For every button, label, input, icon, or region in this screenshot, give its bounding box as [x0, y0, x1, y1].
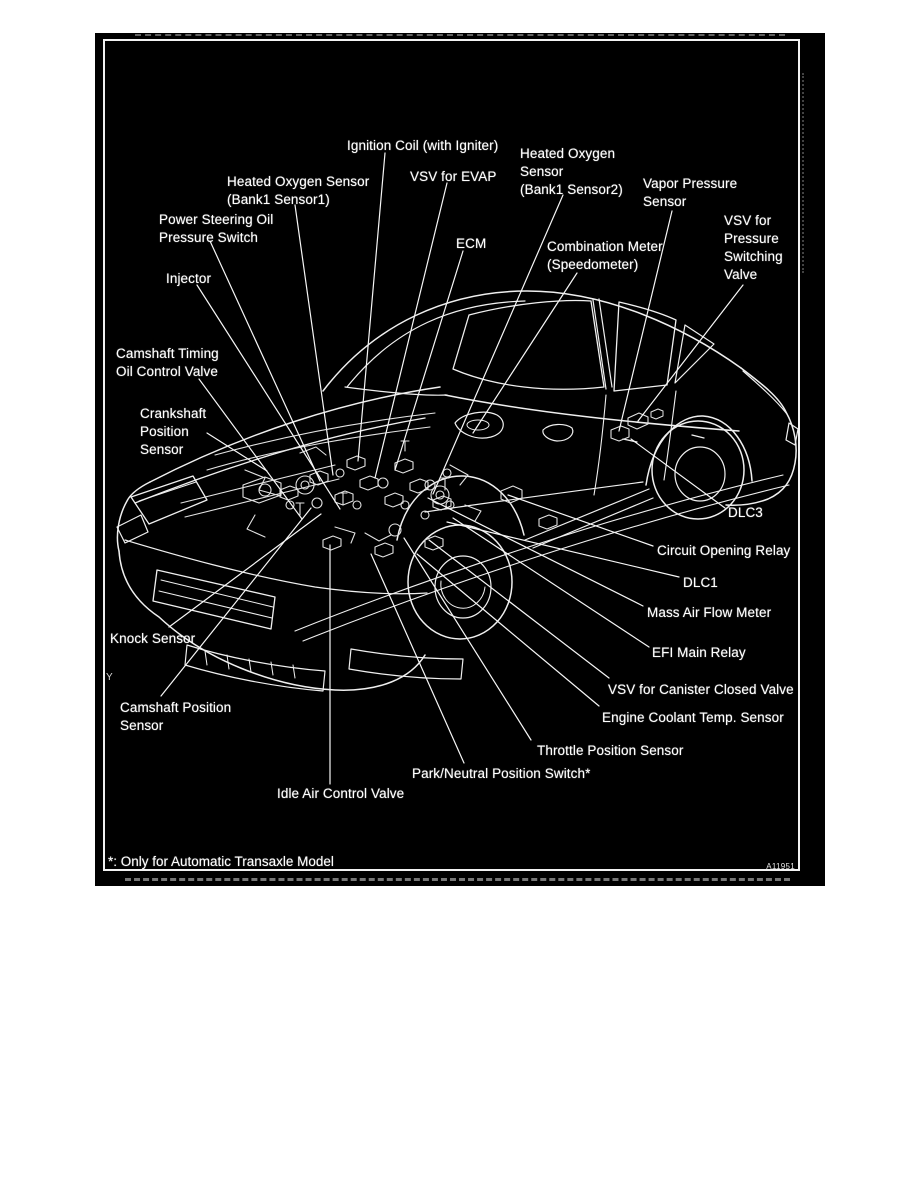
- label-line: Pressure Switch: [159, 230, 259, 245]
- label-line: Park/Neutral Position Switch*: [412, 766, 591, 781]
- car-line-art: [116, 152, 799, 785]
- leader-throttle-position: [403, 537, 532, 741]
- label-line: DLC1: [683, 575, 718, 590]
- leader-heated-o2-s1: [294, 204, 334, 476]
- label-camshaft-timing-valve: Camshaft Timing Oil Control Valve: [116, 345, 219, 381]
- label-line: Heated Oxygen Sensor: [227, 174, 370, 189]
- label-line: Camshaft Timing: [116, 346, 219, 361]
- label-line: Idle Air Control Valve: [277, 786, 405, 801]
- figure-id: A11951: [766, 862, 795, 871]
- label-vsv-evap: VSV for EVAP: [410, 168, 497, 186]
- label-line: Heated Oxygen: [520, 146, 616, 161]
- leader-efi-main-relay: [452, 517, 650, 648]
- leader-crankshaft-position: [206, 432, 268, 472]
- leader-knock-sensor: [168, 513, 322, 628]
- scan-noise-right: [802, 73, 804, 273]
- leader-vsv-pressure-switching: [637, 284, 744, 422]
- label-line: VSV for Canister Closed Valve: [608, 682, 794, 697]
- label-line: (Speedometer): [547, 257, 639, 272]
- label-heated-oxygen-sensor-1: Heated Oxygen Sensor (Bank1 Sensor1): [227, 173, 369, 209]
- label-circuit-opening-relay: Circuit Opening Relay: [657, 542, 790, 560]
- label-line: Knock Sensor: [110, 631, 196, 646]
- scan-noise-bottom: [125, 878, 790, 881]
- leader-vsv-canister: [428, 539, 610, 679]
- label-crankshaft-position-sensor: Crankshaft Position Sensor: [140, 405, 206, 459]
- label-line: Sensor: [520, 164, 564, 179]
- label-dlc3: DLC3: [728, 504, 763, 522]
- label-park-neutral-switch: Park/Neutral Position Switch*: [412, 765, 590, 783]
- label-line: Vapor Pressure: [643, 176, 738, 191]
- label-line: Switching: [724, 249, 783, 264]
- label-throttle-position-sensor: Throttle Position Sensor: [537, 742, 683, 760]
- label-knock-sensor: Knock Sensor: [110, 630, 195, 648]
- leader-combination-meter: [472, 272, 578, 434]
- label-line: Crankshaft: [140, 406, 207, 421]
- label-line: (Bank1 Sensor2): [520, 182, 623, 197]
- label-line: (Bank1 Sensor1): [227, 192, 330, 207]
- label-line: ECM: [456, 236, 487, 251]
- label-line: Oil Control Valve: [116, 364, 218, 379]
- stray-scan-mark: Y: [106, 672, 113, 683]
- leader-camshaft-position: [160, 507, 312, 697]
- label-line: Valve: [724, 267, 758, 282]
- car-body: [116, 290, 799, 692]
- label-camshaft-position-sensor: Camshaft Position Sensor: [120, 699, 231, 735]
- label-mass-air-flow-meter: Mass Air Flow Meter: [647, 604, 771, 622]
- leader-vsv-evap: [374, 182, 448, 479]
- label-line: Ignition Coil (with Igniter): [347, 138, 499, 153]
- scan-noise-top: [135, 34, 785, 36]
- leader-mass-air-flow: [427, 497, 644, 607]
- label-idle-air-control-valve: Idle Air Control Valve: [277, 785, 404, 803]
- leader-park-neutral: [370, 553, 465, 764]
- label-ecm: ECM: [456, 235, 486, 253]
- component-location-diagram: Ignition Coil (with Igniter) Heated Oxyg…: [95, 33, 825, 886]
- label-line: Sensor: [140, 442, 184, 457]
- leader-engine-coolant: [416, 553, 600, 707]
- label-dlc1: DLC1: [683, 574, 718, 592]
- footnote-automatic-transaxle: *: Only for Automatic Transaxle Model: [108, 854, 334, 869]
- label-engine-coolant-temp-sensor: Engine Coolant Temp. Sensor: [602, 709, 784, 727]
- leader-dlc3: [630, 438, 726, 509]
- leader-power-steering: [209, 240, 321, 482]
- leader-circuit-opening-relay: [507, 494, 654, 547]
- leader-heated-o2-s2: [432, 194, 564, 495]
- leader-ecm: [394, 250, 464, 471]
- label-line: Throttle Position Sensor: [537, 743, 684, 758]
- label-line: VSV for EVAP: [410, 169, 497, 184]
- label-combination-meter: Combination Meter (Speedometer): [547, 238, 663, 274]
- leader-ignition-coil: [357, 152, 386, 462]
- leader-camshaft-timing: [198, 378, 303, 520]
- label-line: Sensor: [120, 718, 164, 733]
- leader-vapor-pressure: [618, 210, 673, 432]
- label-vsv-canister-closed-valve: VSV for Canister Closed Valve: [608, 681, 794, 699]
- label-injector: Injector: [166, 270, 211, 288]
- leader-dlc1: [446, 521, 680, 578]
- leader-injector: [196, 284, 341, 510]
- label-ignition-coil: Ignition Coil (with Igniter): [347, 137, 498, 155]
- label-line: Pressure: [724, 231, 779, 246]
- label-vapor-pressure-sensor: Vapor Pressure Sensor: [643, 175, 737, 211]
- label-heated-oxygen-sensor-2: Heated Oxygen Sensor (Bank1 Sensor2): [520, 145, 623, 199]
- label-line: Position: [140, 424, 189, 439]
- engine-bay-components: [180, 408, 664, 558]
- label-line: DLC3: [728, 505, 763, 520]
- label-line: Power Steering Oil: [159, 212, 274, 227]
- label-line: EFI Main Relay: [652, 645, 746, 660]
- label-efi-main-relay: EFI Main Relay: [652, 644, 746, 662]
- label-line: Sensor: [643, 194, 687, 209]
- label-line: Combination Meter: [547, 239, 663, 254]
- leader-lines: [160, 152, 744, 785]
- label-line: Circuit Opening Relay: [657, 543, 791, 558]
- label-line: Engine Coolant Temp. Sensor: [602, 710, 784, 725]
- label-line: VSV for: [724, 213, 772, 228]
- label-line: Injector: [166, 271, 212, 286]
- label-power-steering-switch: Power Steering Oil Pressure Switch: [159, 211, 273, 247]
- label-line: Mass Air Flow Meter: [647, 605, 772, 620]
- label-vsv-pressure-switching-valve: VSV for Pressure Switching Valve: [724, 212, 783, 284]
- label-line: Camshaft Position: [120, 700, 232, 715]
